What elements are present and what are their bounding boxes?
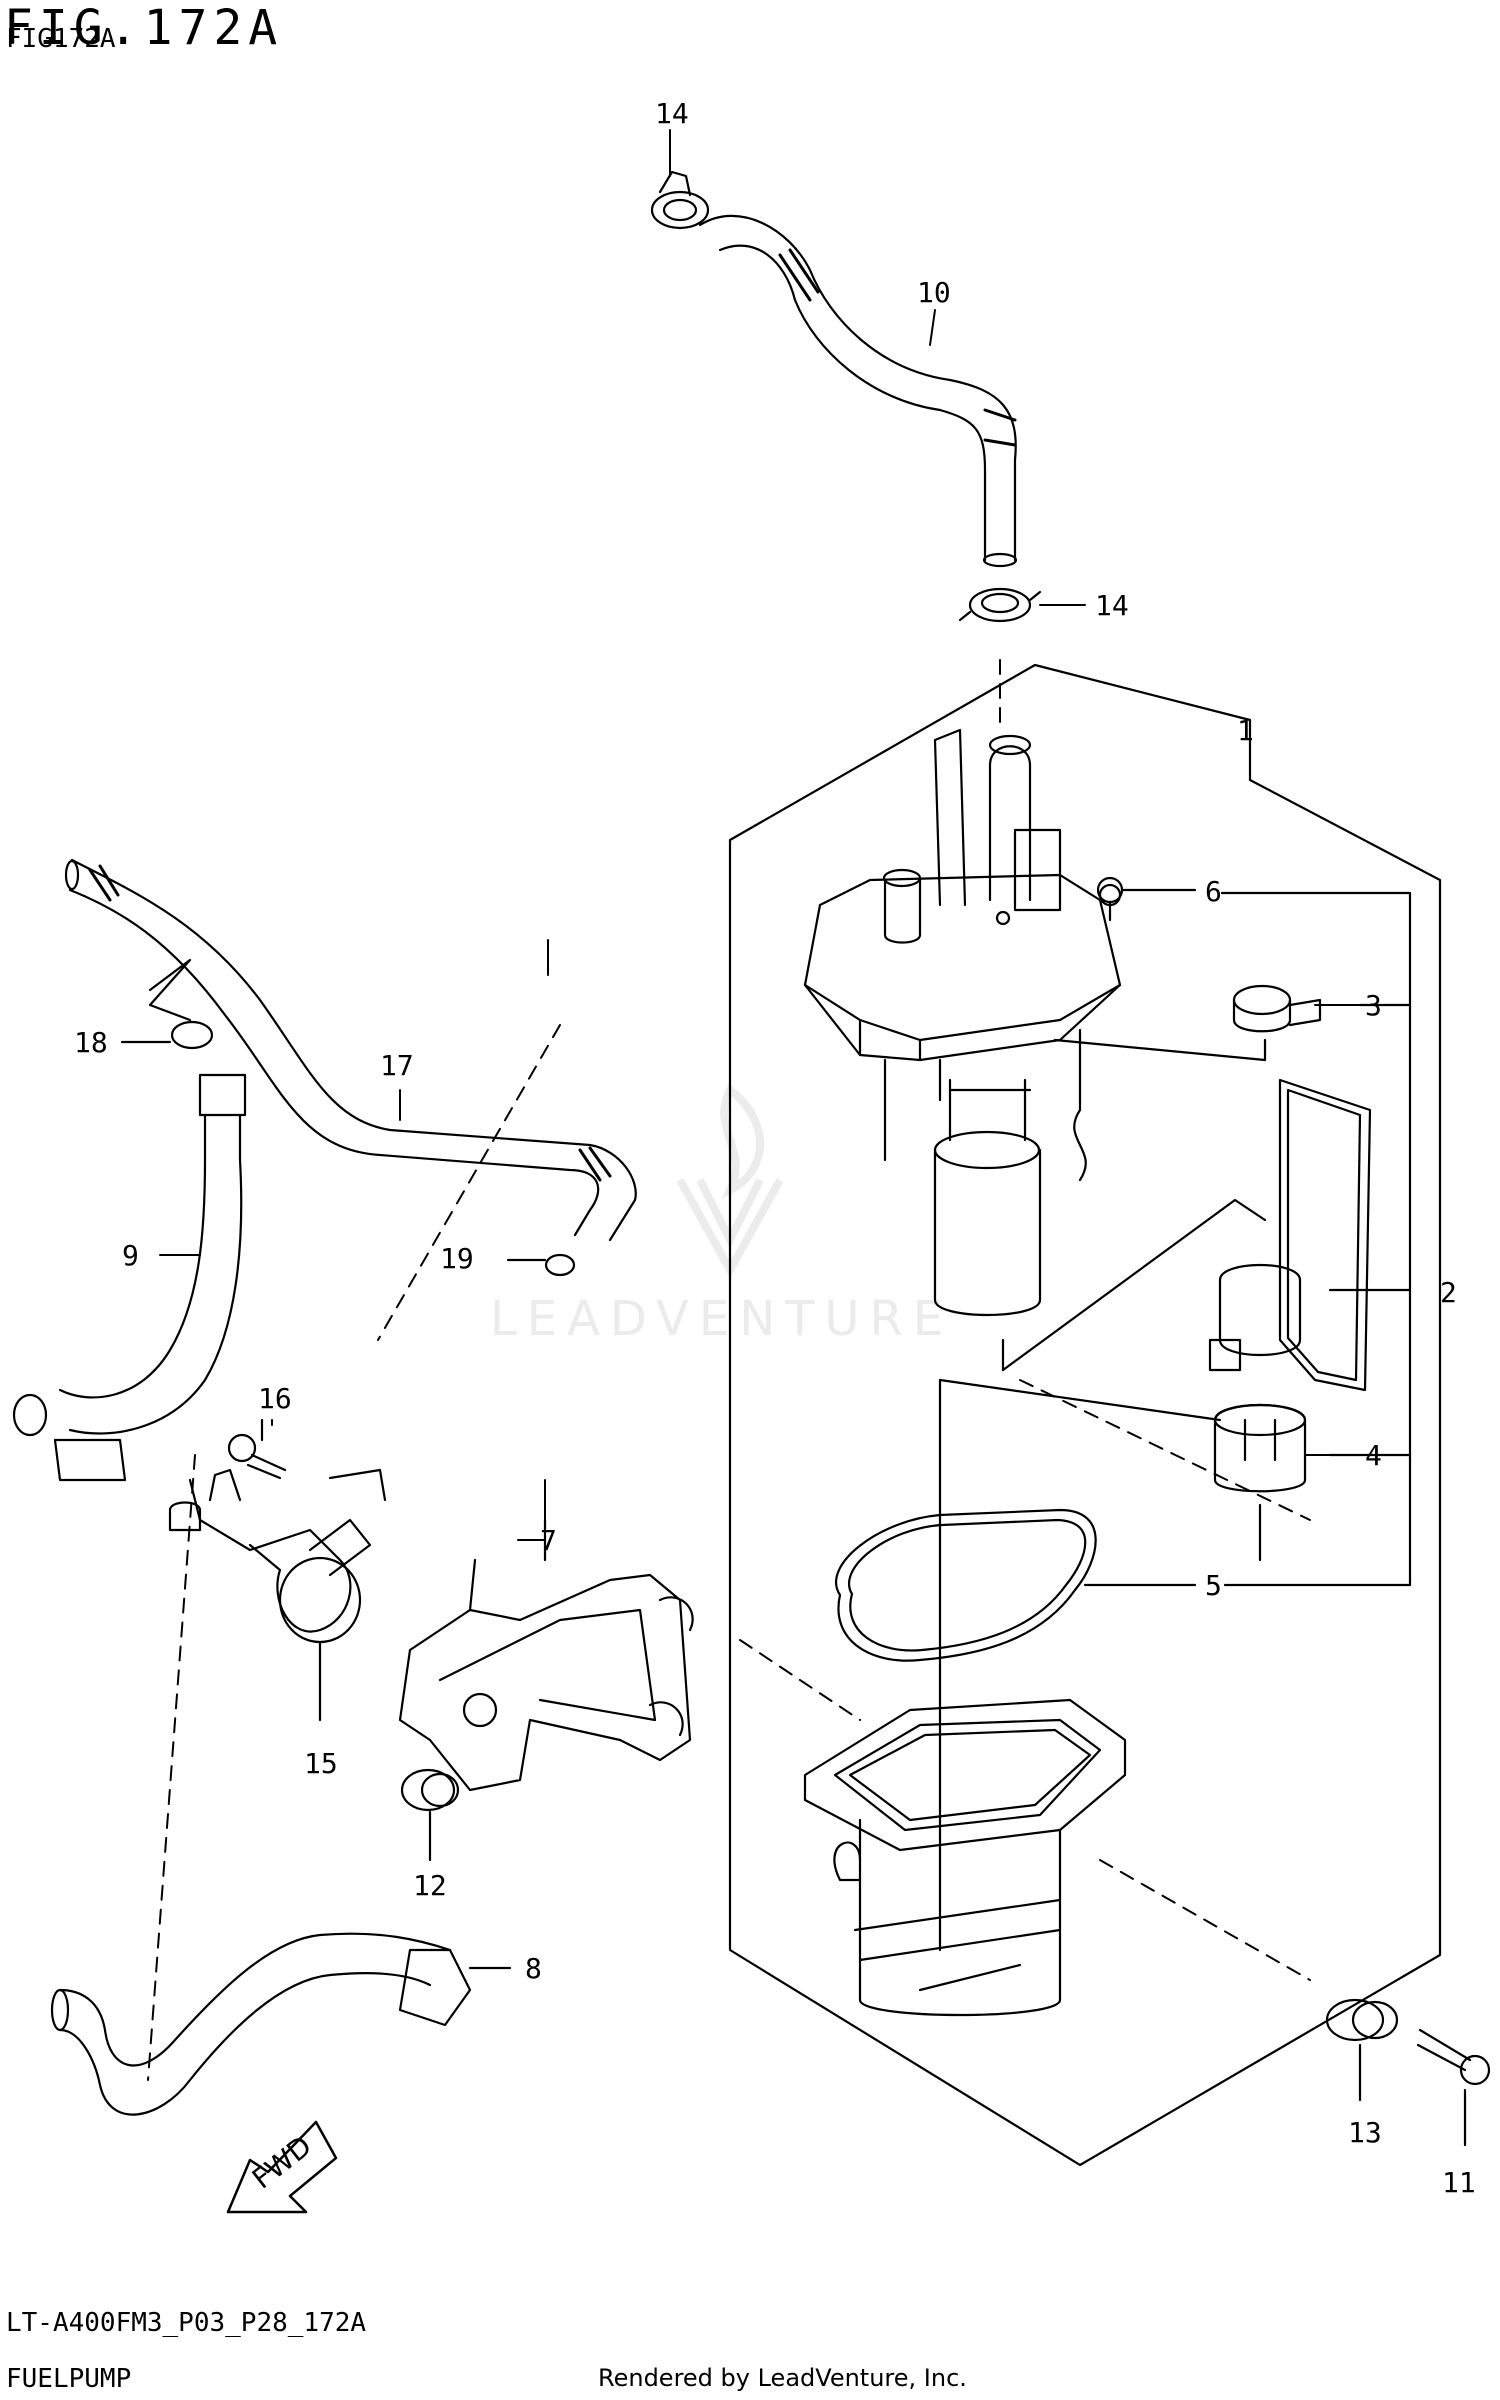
part-19-clamp[interactable] bbox=[506, 1253, 576, 1277]
part-13-grommet[interactable] bbox=[1325, 1998, 1399, 2102]
callout-4: 4 bbox=[1365, 1439, 1382, 1472]
callout-7: 7 bbox=[540, 1524, 557, 1557]
diagram-name: FUELPUMP bbox=[6, 2364, 132, 2394]
part-14-hose-clamp-lower[interactable] bbox=[958, 587, 1042, 623]
part-18-clamp[interactable] bbox=[120, 958, 214, 1050]
leadventure-watermark: LEADVENTURE bbox=[490, 1083, 953, 1347]
callout-bracket-2 bbox=[1220, 891, 1412, 1587]
leader-lines bbox=[159, 129, 1411, 1541]
part-14-hose-clamp-upper[interactable] bbox=[650, 170, 710, 230]
fwd-arrow-label: FWD bbox=[246, 2129, 318, 2195]
callout-2: 2 bbox=[1440, 1276, 1457, 1309]
part-8-fuel-hose[interactable] bbox=[50, 1932, 512, 2116]
callout-13: 13 bbox=[1348, 2116, 1382, 2149]
part-16-bolt[interactable] bbox=[227, 1418, 287, 1480]
part-6-screw[interactable] bbox=[1096, 876, 1197, 922]
diagram-code: LT-A400FM3_P03_P28_172A bbox=[6, 2308, 367, 2338]
fwd-arrow-icon: FWD bbox=[226, 2120, 338, 2214]
figure-title: FIG.172A bbox=[4, 0, 284, 56]
part-5-gasket[interactable] bbox=[835, 1508, 1197, 1662]
part-7-bracket[interactable] bbox=[398, 1518, 694, 1792]
callout-18: 18 bbox=[74, 1026, 108, 1059]
callout-3: 3 bbox=[1365, 989, 1382, 1022]
part-1-assembly-bracket bbox=[728, 663, 1442, 2167]
callout-10: 10 bbox=[917, 276, 951, 309]
callout-12: 12 bbox=[413, 1869, 447, 1902]
callout-8: 8 bbox=[525, 1952, 542, 1985]
callout-1: 1 bbox=[1237, 714, 1254, 747]
callout-14-lower: 14 bbox=[1095, 589, 1129, 622]
part-10-fuel-hose[interactable] bbox=[698, 214, 1018, 568]
part-11-bolt[interactable] bbox=[1416, 2028, 1491, 2147]
callout-6: 6 bbox=[1205, 875, 1222, 908]
part-3-retainer[interactable] bbox=[1053, 984, 1322, 1062]
part-12-grommet[interactable] bbox=[400, 1768, 460, 1862]
figure-subtitle: FIG172A bbox=[6, 24, 116, 54]
callout-5: 5 bbox=[1205, 1569, 1222, 1602]
rendered-by-credit: Rendered by LeadVenture, Inc. bbox=[598, 2364, 967, 2392]
callout-19: 19 bbox=[440, 1242, 474, 1275]
part-2-fuel-filter[interactable] bbox=[1001, 1078, 1372, 1392]
fuel-tank-reservoir bbox=[803, 1698, 1127, 2017]
watermark-text: LEADVENTURE bbox=[490, 1291, 953, 1347]
part-4-clip[interactable] bbox=[938, 1378, 1307, 1952]
callout-17: 17 bbox=[380, 1049, 414, 1082]
callout-9: 9 bbox=[122, 1239, 139, 1272]
part-15-fuel-valve[interactable] bbox=[168, 1468, 387, 1722]
callout-15: 15 bbox=[304, 1747, 338, 1780]
callout-11: 11 bbox=[1442, 2166, 1476, 2199]
callout-14-upper: 14 bbox=[655, 97, 689, 130]
part-1-fuel-pump-assembly[interactable] bbox=[803, 728, 1122, 1317]
part-17-fuel-hose[interactable] bbox=[64, 858, 637, 1242]
part-9-fuel-hose[interactable] bbox=[12, 1073, 247, 1482]
callout-16: 16 bbox=[258, 1382, 292, 1415]
